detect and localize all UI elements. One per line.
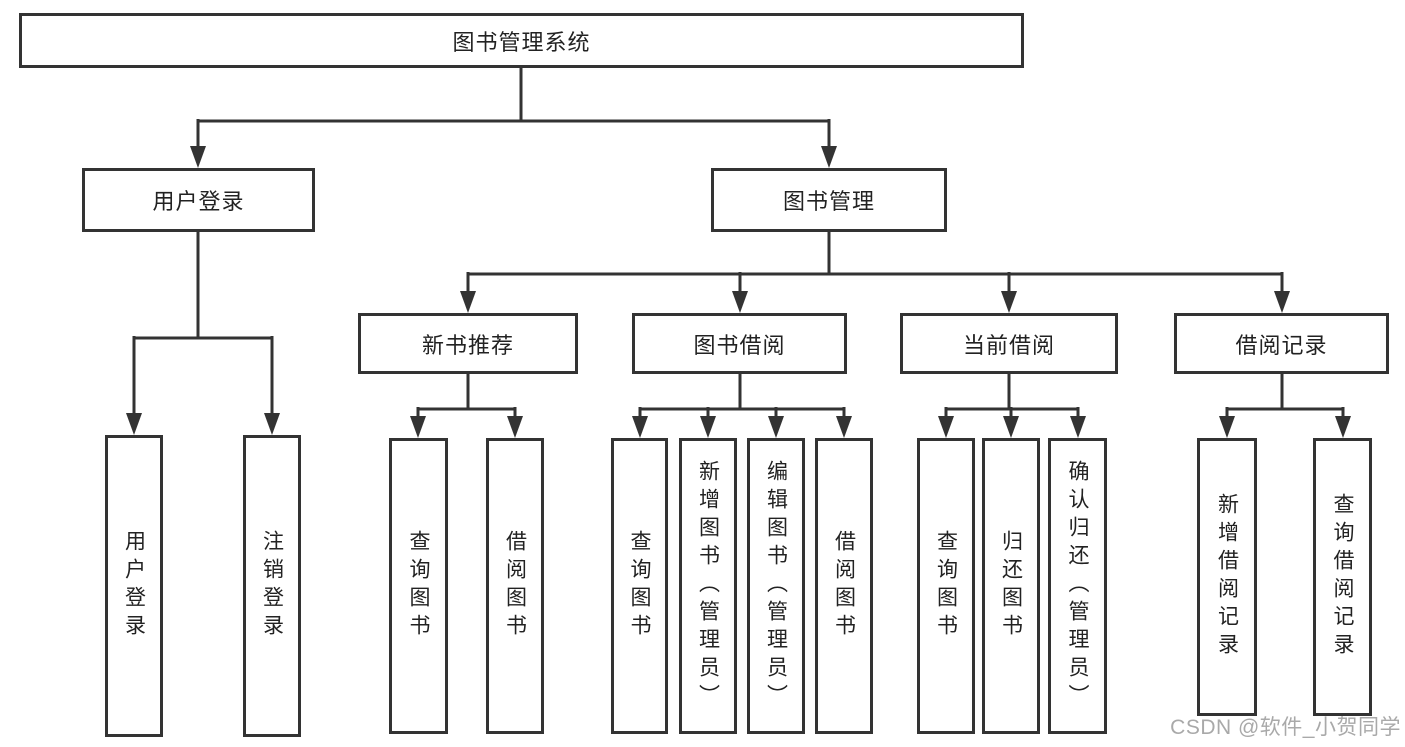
leaf-label: 借阅图书: [832, 530, 856, 642]
leaf-query-books-borrow: 查询图书: [611, 438, 668, 734]
leaf-label: 借阅图书: [503, 530, 527, 642]
node-book-management: 图书管理: [711, 168, 947, 232]
node-library-management-system: 图书管理系统: [19, 13, 1024, 68]
leaf-label: 查询借阅记录: [1331, 493, 1354, 661]
node-label: 借阅记录: [1235, 332, 1328, 358]
leaf-add-books-admin: 新增图书（管理员）: [679, 438, 737, 734]
leaf-add-borrow-record: 新增借阅记录: [1197, 438, 1257, 716]
arrowheads: [126, 146, 1351, 438]
leaf-query-books-recommend: 查询图书: [389, 438, 448, 734]
leaf-label: 用户登录: [122, 530, 146, 642]
node-label: 图书管理系统: [452, 29, 591, 55]
node-label: 图书管理: [782, 189, 875, 214]
leaf-label: 查询图书: [934, 530, 958, 642]
leaf-edit-books-admin: 编辑图书（管理员）: [747, 438, 805, 734]
node-current-borrow: 当前借阅: [900, 313, 1118, 374]
leaf-query-books-current: 查询图书: [917, 438, 975, 734]
node-user-login: 用户登录: [82, 168, 315, 232]
leaf-label: 确认归还（管理员）: [1066, 460, 1089, 712]
leaf-label: 注销登录: [260, 530, 284, 642]
leaf-label: 归还图书: [999, 530, 1023, 642]
node-label: 图书借阅: [693, 332, 786, 358]
leaf-logout: 注销登录: [243, 435, 301, 737]
node-label: 当前借阅: [962, 332, 1055, 358]
leaf-label: 查询图书: [407, 530, 430, 642]
watermark: CSDN @软件_小贺同学: [1170, 716, 1401, 739]
leaf-label: 新增图书（管理员）: [696, 460, 720, 712]
leaf-user-login: 用户登录: [105, 435, 163, 737]
node-label: 用户登录: [152, 189, 245, 214]
leaf-borrow-books: 借阅图书: [815, 438, 873, 734]
leaf-label: 编辑图书（管理员）: [764, 460, 788, 712]
node-label: 新书推荐: [421, 332, 514, 358]
node-borrow-records: 借阅记录: [1174, 313, 1389, 374]
leaf-label: 新增借阅记录: [1215, 493, 1239, 661]
leaf-query-borrow-record: 查询借阅记录: [1313, 438, 1372, 716]
leaf-confirm-return-admin: 确认归还（管理员）: [1048, 438, 1107, 734]
leaf-return-books: 归还图书: [982, 438, 1040, 734]
node-book-borrow: 图书借阅: [632, 313, 847, 374]
node-new-book-recommend: 新书推荐: [358, 313, 578, 374]
leaf-borrow-books-recommend: 借阅图书: [486, 438, 544, 734]
leaf-label: 查询图书: [628, 530, 651, 642]
